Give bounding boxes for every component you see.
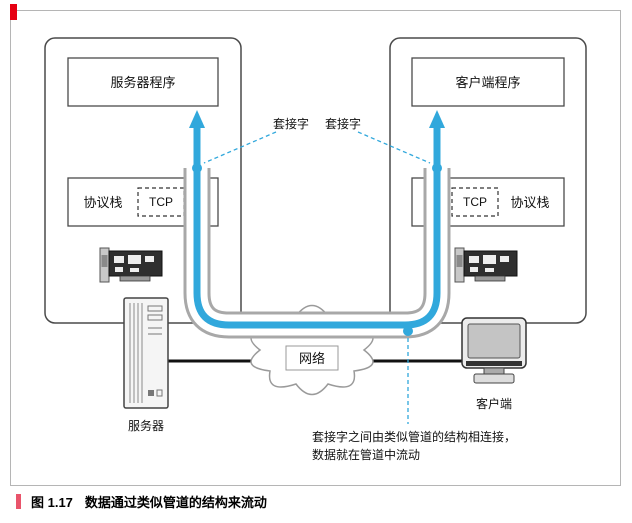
server-tower-icon <box>123 297 169 409</box>
nic-chip <box>483 255 496 264</box>
client-program-box <box>411 57 565 107</box>
nic-chip <box>470 267 478 272</box>
nic-chip <box>114 256 124 263</box>
data-flow-line <box>193 126 441 329</box>
nic-chip <box>145 256 154 262</box>
network-label: 网络 <box>299 351 325 366</box>
tower-body <box>123 297 169 409</box>
nic-edge-connector <box>474 275 506 282</box>
tower-button <box>156 389 163 397</box>
client-stack-label: 协议栈 <box>510 195 549 210</box>
figure-frame <box>10 10 621 486</box>
socket-dot-right <box>432 163 442 173</box>
socket-label-right: 套接字 <box>325 116 361 131</box>
figure-caption: 图 1.17 数据通过类似管道的结构来流动 <box>16 492 267 511</box>
nic-chip <box>130 268 139 272</box>
nic-chip <box>469 256 479 263</box>
figure-caption-label: 图 1.17 <box>31 495 73 510</box>
server-device-label: 服务器 <box>128 418 164 433</box>
server-program-box <box>67 57 219 107</box>
pipe-annotation-dot <box>403 326 413 336</box>
annotation-line1: 套接字之间由类似管道的结构相连接， <box>312 429 516 444</box>
corner-accent-mark <box>10 4 17 20</box>
client-tcp-label: TCP <box>463 195 487 209</box>
socket-label-left: 套接字 <box>273 116 309 131</box>
monitor-screen <box>467 323 521 359</box>
socket-leader-left <box>203 131 277 164</box>
server-program-label: 服务器程序 <box>110 75 175 90</box>
arrow-up-icon <box>189 110 205 128</box>
nic-chip <box>485 268 494 272</box>
annotation-line2: 数据就在管道中流动 <box>312 447 420 462</box>
tower-slot <box>147 314 163 321</box>
nic-port <box>456 255 463 267</box>
monitor-base <box>473 373 515 384</box>
monitor-neck <box>483 367 505 375</box>
nic-chip <box>115 267 123 272</box>
client-monitor-icon <box>461 317 527 384</box>
nic-edge-connector <box>119 275 151 282</box>
tower-fins <box>129 303 143 403</box>
server-nic-icon <box>99 247 163 283</box>
network-label-box <box>285 345 339 371</box>
figure-caption-title: 数据通过类似管道的结构来流动 <box>84 495 267 510</box>
tower-button <box>148 390 154 396</box>
server-tcp-label: TCP <box>149 195 173 209</box>
socket-leader-right <box>357 131 431 164</box>
client-nic-icon <box>454 247 518 283</box>
client-tcp-box <box>451 187 499 217</box>
tower-slot <box>147 305 163 312</box>
nic-chip <box>128 255 141 264</box>
server-stack-label: 协议栈 <box>83 195 122 210</box>
nic-chip <box>500 256 509 262</box>
socket-dot-left <box>192 163 202 173</box>
arrow-up-icon <box>429 110 445 128</box>
client-program-label: 客户端程序 <box>455 75 520 90</box>
caption-marker <box>16 494 21 509</box>
monitor-strip <box>466 361 522 366</box>
client-device-label: 客户端 <box>476 396 512 411</box>
nic-port <box>101 255 108 267</box>
